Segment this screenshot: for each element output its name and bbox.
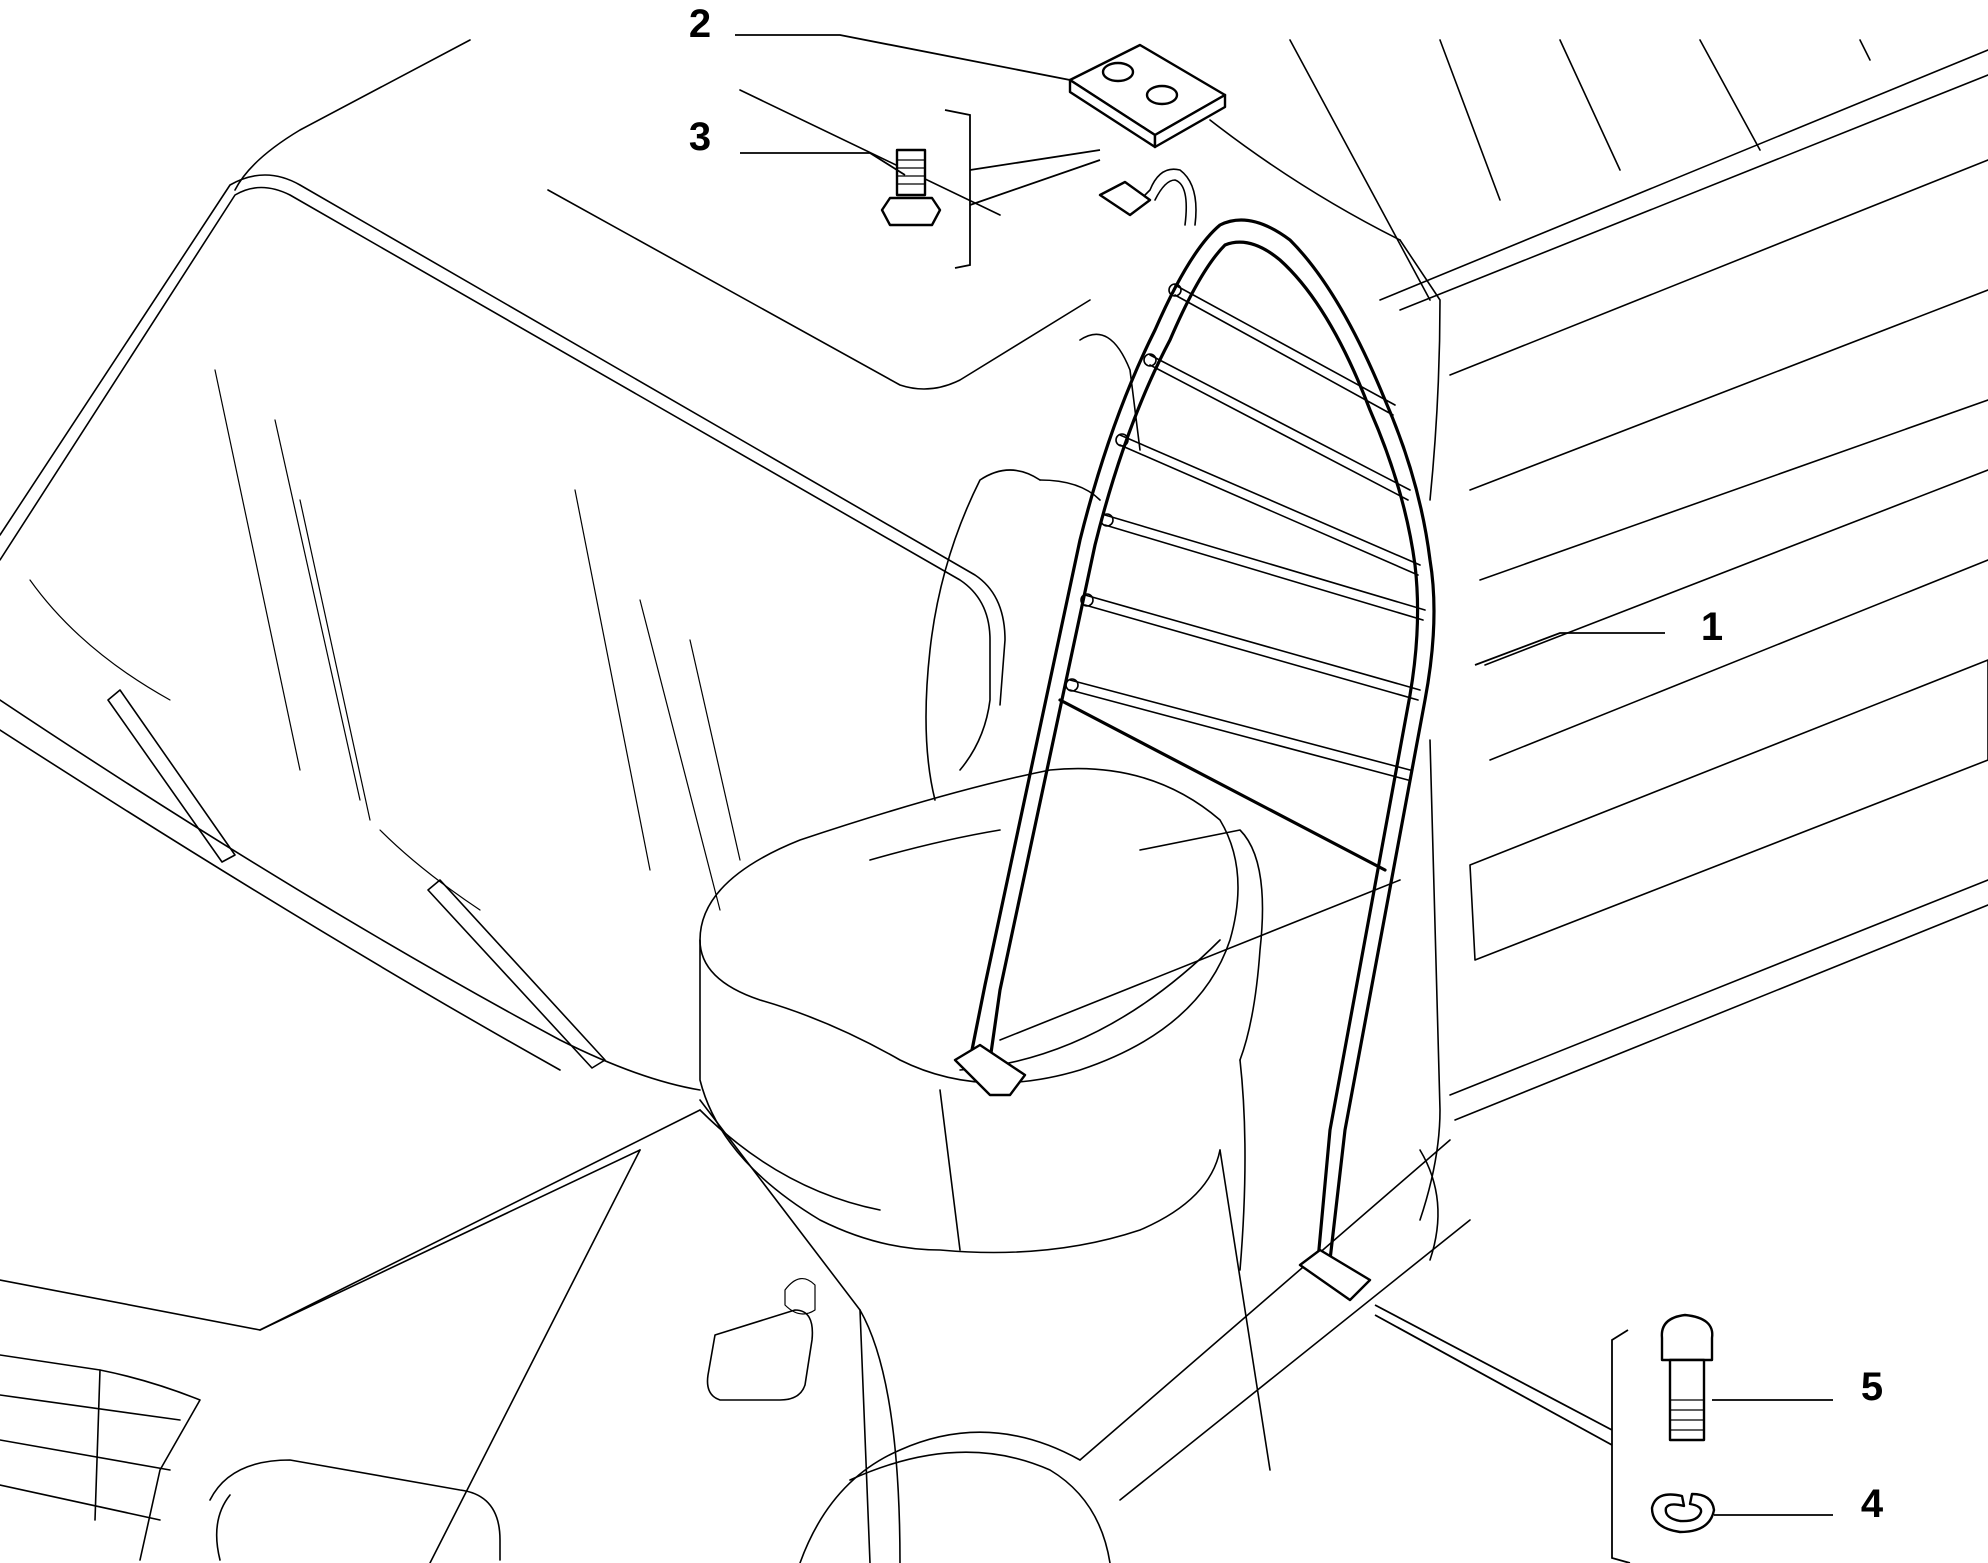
plate-part [1068, 43, 1227, 149]
roll-bar-part [953, 168, 1436, 1302]
bolt-part-3 [880, 148, 942, 227]
washer-part-4 [1650, 1492, 1716, 1534]
callout-2: 2 [689, 2, 711, 46]
callout-3: 3 [689, 115, 711, 159]
bolt-part-5 [1660, 1313, 1714, 1442]
callout-5: 5 [1861, 1365, 1883, 1409]
callout-1: 1 [1701, 605, 1723, 649]
callout-4: 4 [1861, 1482, 1884, 1526]
vehicle-body-outline [0, 39, 1988, 1563]
leader-lines [735, 34, 1833, 1563]
